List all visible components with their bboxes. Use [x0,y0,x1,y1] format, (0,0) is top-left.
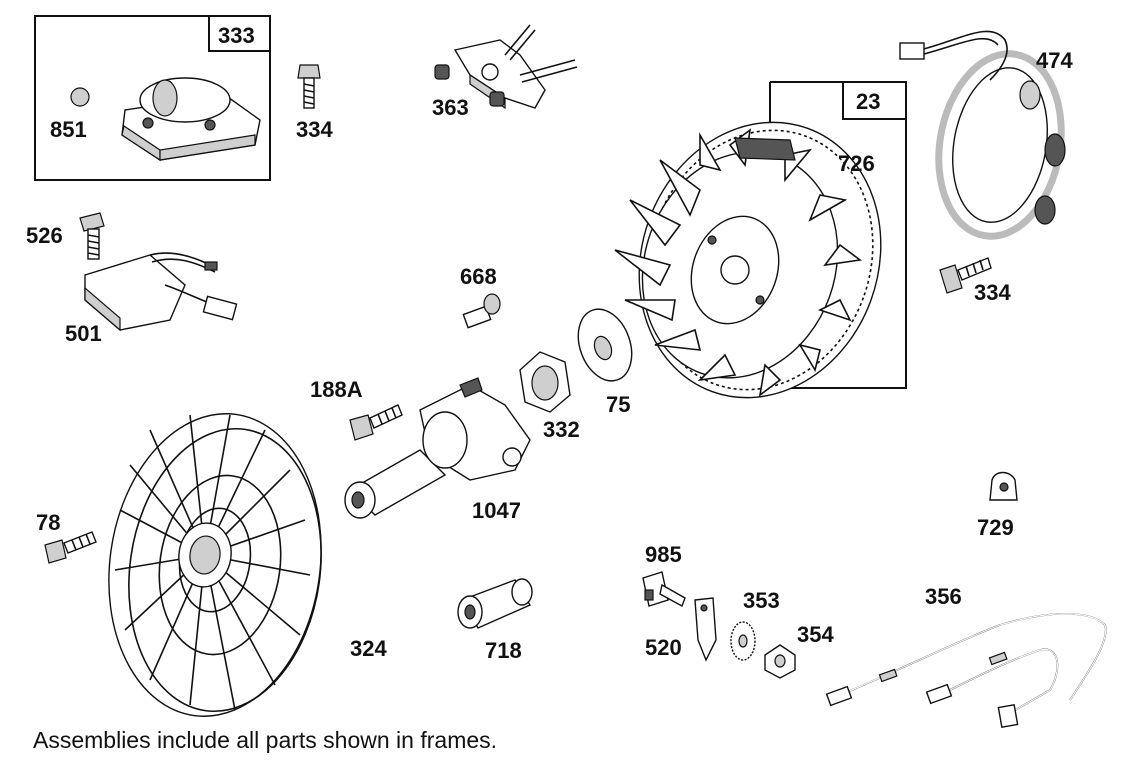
label-501: 501 [65,321,102,346]
footer-note: Assemblies include all parts shown in fr… [33,727,498,753]
label-851: 851 [50,117,87,142]
terminal-520-icon [694,597,717,662]
bolt-526-icon [79,212,105,260]
switch-985-icon [642,571,686,608]
spacer-718-icon [457,578,533,629]
clip-729-icon [989,471,1018,501]
label-718: 718 [485,638,522,663]
label-1047: 1047 [472,498,521,523]
label-78: 78 [36,510,60,535]
lock-washer-353-icon [730,621,756,661]
label-985: 985 [645,542,682,567]
label-75: 75 [606,392,630,417]
label-354: 354 [797,622,834,647]
label-324: 324 [350,636,387,661]
rectifier-501-icon [84,252,238,332]
label-363: 363 [432,95,469,120]
ignition-coil-icon [70,32,261,162]
bolt-334-right-icon [939,257,992,294]
flywheel-icon [614,121,882,399]
label-188a: 188A [310,377,363,402]
label-23: 23 [856,89,880,114]
nut-354-icon [764,644,796,679]
label-356: 356 [925,584,962,609]
bolt-78-icon [44,531,97,564]
frame-333 [34,15,271,181]
label-668: 668 [460,264,497,289]
label-334-right: 334 [974,280,1011,305]
label-729: 729 [977,515,1014,540]
frame-23 [769,81,907,389]
wire-harness-356-icon [825,613,1107,729]
bracket-363-icon [434,24,578,110]
label-332: 332 [543,417,580,442]
label-333: 333 [218,23,255,48]
bolt-188a-icon [349,404,403,441]
screw-668-icon [462,293,501,329]
label-526: 526 [26,223,63,248]
bolt-334-top-icon [297,64,321,109]
label-353: 353 [743,588,780,613]
adapter-1047-icon [344,377,531,519]
label-474: 474 [1036,48,1073,73]
label-726: 726 [838,151,875,176]
washer-75-icon [577,308,633,382]
stator-474-icon [899,30,1066,240]
label-334-top: 334 [296,117,333,142]
nut-332-icon [519,351,571,413]
blower-housing-324-icon [108,413,322,717]
label-520: 520 [645,635,682,660]
